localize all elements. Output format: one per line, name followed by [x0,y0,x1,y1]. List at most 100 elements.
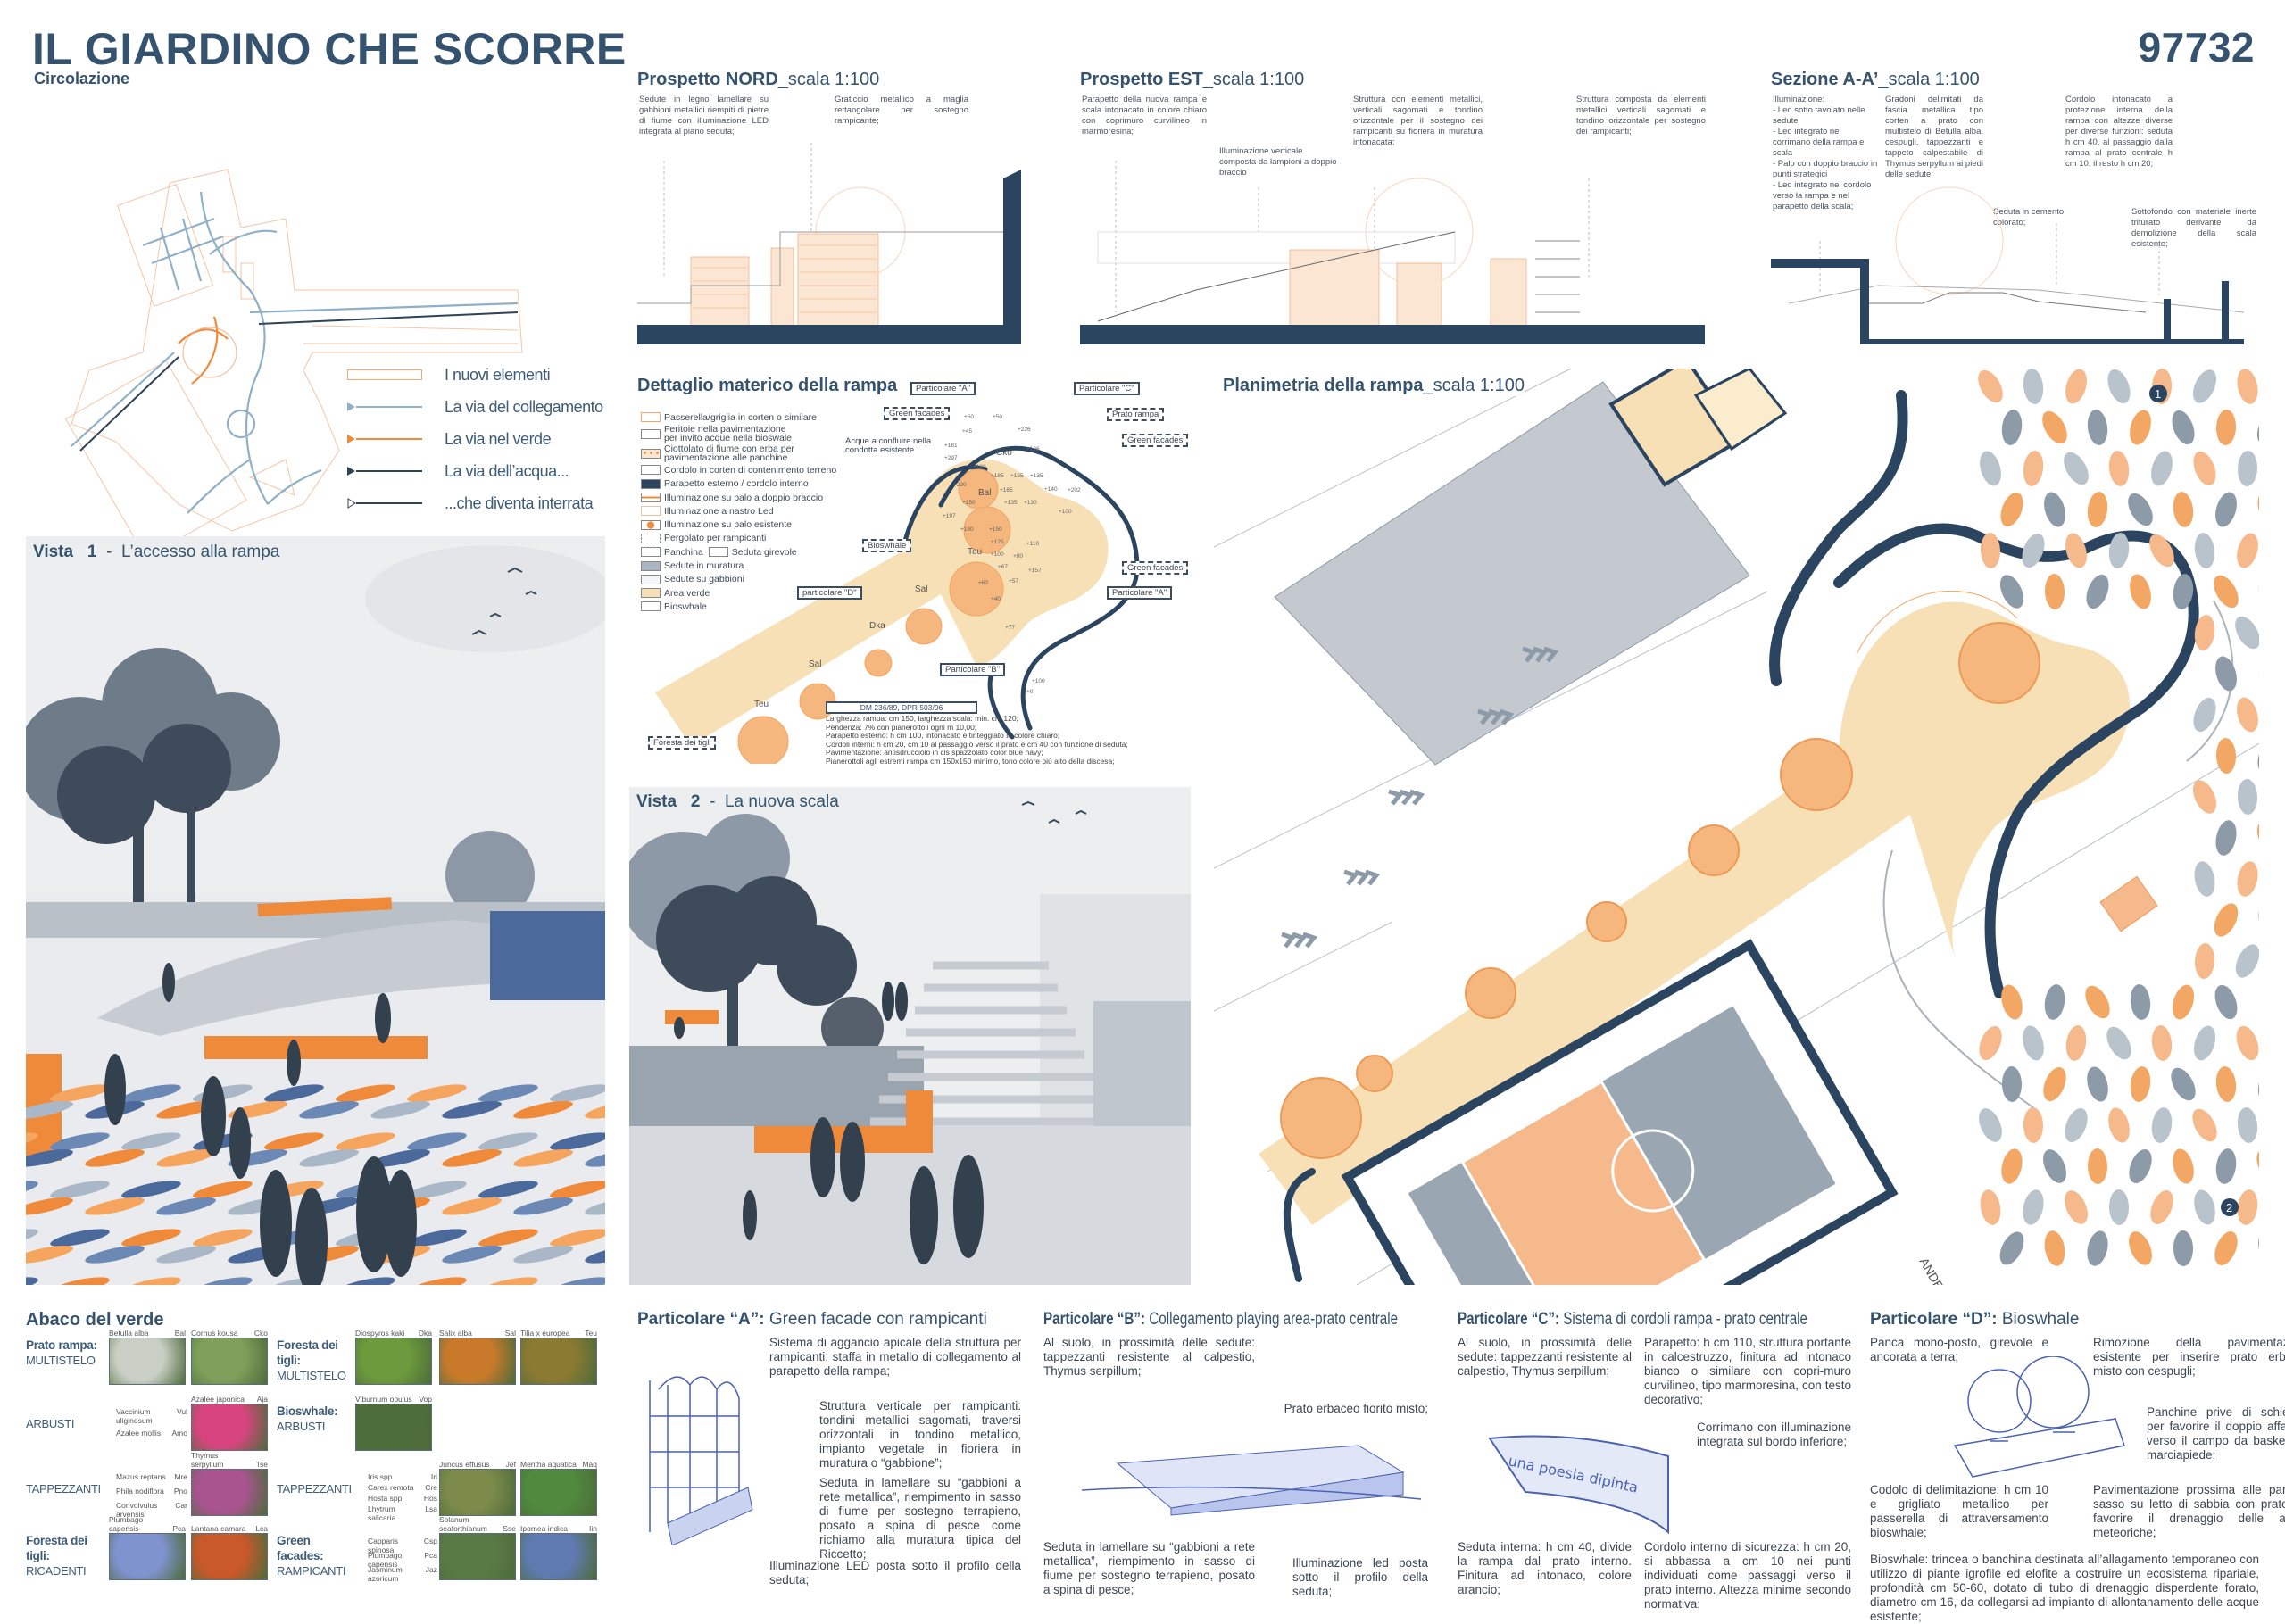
pebble [2193,1025,2216,1061]
arrow-line-icon [347,467,422,476]
category-group: Bioswhale: [277,1404,338,1418]
category-type: RAMPICANTI [277,1564,346,1578]
category-type: TAPPEZZANTI [26,1482,101,1496]
legend-label: I nuovi elementi [445,365,551,384]
chevron-icon [1488,708,1504,725]
elevation-label: +130 [1024,500,1037,506]
pebble [2086,574,2109,609]
planimetria-panel: 1 2 ANDELO [1214,369,2259,1285]
note: Seduta in cemento colorato; [1993,207,2065,228]
particolare-title: Particolare “D”: Bioswhale [1870,1310,2080,1329]
paving-ellipse [85,1149,145,1167]
pebble [2129,1231,2152,1265]
abaco-category: Green facades:RAMPICANTI [277,1533,352,1578]
particolare-note: Sistema di aggancio apicale della strutt… [769,1336,1021,1378]
pebble [2173,574,2194,609]
plant-photo [191,1338,268,1385]
prospetto-est-drawing [1080,161,1705,344]
elevation-label: +100 [1032,678,1045,684]
plant-photo [520,1469,597,1516]
paving-ellipse [50,1229,110,1247]
pebble [2258,984,2259,1020]
plant-photo [191,1404,268,1451]
chevron-icon [1292,932,1308,949]
pebble [2044,492,2065,527]
pebble [2151,1107,2173,1143]
legend-item: Pergolato per rampicanti [641,532,836,545]
pebble [2108,1107,2130,1143]
paving-ellipse [478,1181,538,1198]
norm-line: Pianerottoli agli estremi rampa cm 150x1… [826,756,1115,766]
pebble [1999,1231,2024,1265]
pebble [2237,779,2258,815]
elevation-label: +126 [1026,446,1040,452]
paving-ellipse [336,1132,395,1150]
view-marker-1: 1 [2155,387,2161,401]
pebble [2108,533,2130,568]
elevation-label: +180 [960,526,974,533]
particolare-title: Particolare “C”: Sistema di cordoli ramp… [1458,1310,1807,1329]
abaco-title: Abaco del verde [26,1310,164,1330]
pebble [2128,493,2153,526]
pebble [2194,943,2215,979]
paving-ellipse [585,1149,605,1167]
callout-particolare-d: particolare "D" [797,586,862,600]
pebble [2192,369,2217,403]
paving-ellipse [442,1246,502,1264]
paving-ellipse [264,1084,324,1102]
pebble [2151,1025,2173,1061]
prospetto-nord-title: Prospetto NORD_scala 1:100 [637,70,880,89]
paving-ellipse [50,1277,110,1285]
category-type: ARBUSTI [277,1420,326,1433]
pebble [2151,451,2173,486]
callout-acque: Acque a confluire nella condotta esisten… [842,437,935,455]
note: Struttura con elementi metallici, vertic… [1353,95,1483,147]
pebble [2023,1025,2044,1061]
tree-label: Bal [978,488,992,498]
pebble [2214,1231,2238,1265]
legend-item: Ciottolato di fiume con erba per pavimen… [641,443,836,463]
callout-green-facades: Green facades [1122,434,1189,447]
pebble [2258,656,2259,692]
pebble [2001,410,2023,445]
paving-ellipse [50,1132,110,1150]
pebble [2237,861,2258,897]
elevation-label: +125 [991,539,1004,545]
chevron-icon [1354,869,1370,886]
category-type: RICADENTI [26,1564,87,1578]
elevation-label: +140 [1044,486,1058,493]
section-subtitle-circolazione: Circolazione [34,70,130,87]
pebble [2237,1189,2258,1225]
elevation-label: +165 [1000,487,1013,493]
pebble [2000,492,2023,527]
particolare-note: Illuminazione led posta sotto il profilo… [1292,1556,1428,1598]
elevation-label: +185 [991,473,1004,479]
particolare-note: Al suolo, in prossimità delle sedute: ta… [1043,1336,1255,1378]
legend-label: La via dell’acqua... [445,461,569,480]
particolare-note: Al suolo, in prossimità delle sedute: ta… [1458,1336,1632,1378]
chevron-icon [1399,789,1415,806]
abaco-category: Bioswhale: ARBUSTI [277,1404,352,1434]
elevation-label: +0 [1026,689,1034,695]
direction-chevrons [1281,646,1559,949]
paving-ellipse [121,1181,181,1198]
paving-ellipse [156,1197,216,1215]
paving-ellipse [336,1277,395,1285]
paving-ellipse [26,1149,73,1167]
callout-green-facades: Green facades [884,407,951,420]
project-code: 97732 [2138,24,2255,70]
paving-ellipse [26,1246,73,1264]
vista-1-title: Vista 1 - L’accesso alla rampa [33,543,280,561]
legend-label: La via del collegamento [445,397,603,416]
legend-item-collegamento: La via del collegamento [347,391,615,423]
particolare-note: Codolo di delimitazione: h cm 10 e grigl… [1870,1483,2048,1539]
paving-ellipse [50,1181,110,1198]
elevation-label: +100 [991,551,1004,558]
prospetto-est-title: Prospetto EST_scala 1:100 [1080,70,1305,89]
